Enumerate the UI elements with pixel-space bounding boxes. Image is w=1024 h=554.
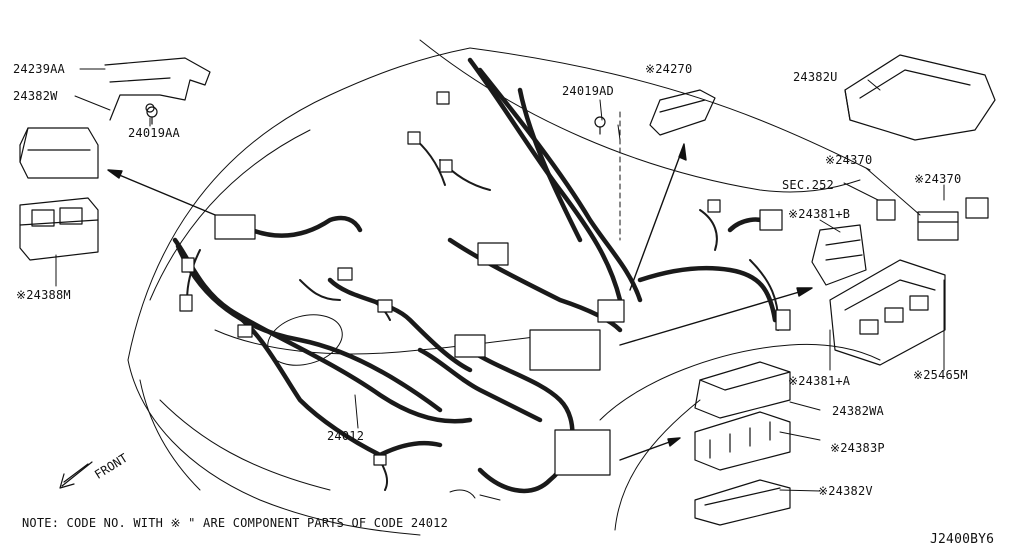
- part-label-24383P: ※24383P: [830, 441, 885, 455]
- bolt-24019AD: [594, 116, 606, 135]
- relay-24370-left: [876, 199, 959, 241]
- fuse-box-base-24381A: [829, 259, 946, 366]
- part-label-24381B: ※24381+B: [788, 207, 851, 221]
- harness-connectors: [179, 91, 791, 476]
- top-cover-24382U: [844, 54, 996, 141]
- leader-lines: [55, 68, 945, 492]
- part-label-24019AD: 24019AD: [562, 84, 614, 98]
- diagram-id: J2400BY6: [930, 532, 995, 547]
- bracket-24270: [649, 89, 716, 136]
- part-label-24381A: ※24381+A: [788, 374, 851, 388]
- part-label-sec252: SEC.252: [782, 178, 834, 192]
- harness-branches: [186, 134, 780, 491]
- relay-box-cover-24382W: [19, 127, 99, 179]
- footer-note: NOTE: CODE NO. WITH ※ " ARE COMPONENT PA…: [22, 516, 449, 530]
- relay-24370-right: [965, 197, 989, 219]
- part-label-24382WA: 24382WA: [832, 404, 884, 418]
- vehicle-body-outline: [127, 39, 881, 536]
- part-label-24388M: ※24388M: [16, 288, 71, 302]
- part-label-24270: ※24270: [645, 62, 693, 76]
- part-label-24239AA: 24239AA: [13, 62, 65, 76]
- part-label-24382W: 24382W: [13, 89, 58, 103]
- part-label-24370-a: ※24370: [825, 153, 873, 167]
- fuse-box-cover-24382WA: [694, 361, 791, 419]
- fuse-block-24382V: [694, 479, 791, 526]
- bolt-24019AA: [146, 106, 158, 125]
- clip-details: [449, 489, 501, 501]
- part-label-24012: 24012: [327, 429, 365, 443]
- bracket-24239AA: [104, 57, 211, 121]
- fuse-block-24383P: [694, 411, 791, 471]
- part-label-24382U: 24382U: [793, 70, 838, 84]
- part-label-24019AA: 24019AA: [128, 126, 180, 140]
- part-label-25465M: ※25465M: [913, 368, 968, 382]
- front-arrow-icon: [59, 461, 93, 489]
- fuse-block-24381B: [811, 224, 867, 286]
- main-wiring-harness: [172, 57, 778, 494]
- relay-box-base-24388M: [19, 197, 99, 261]
- part-label-24370-b: ※24370: [914, 172, 962, 186]
- part-label-24382V: ※24382V: [818, 484, 873, 498]
